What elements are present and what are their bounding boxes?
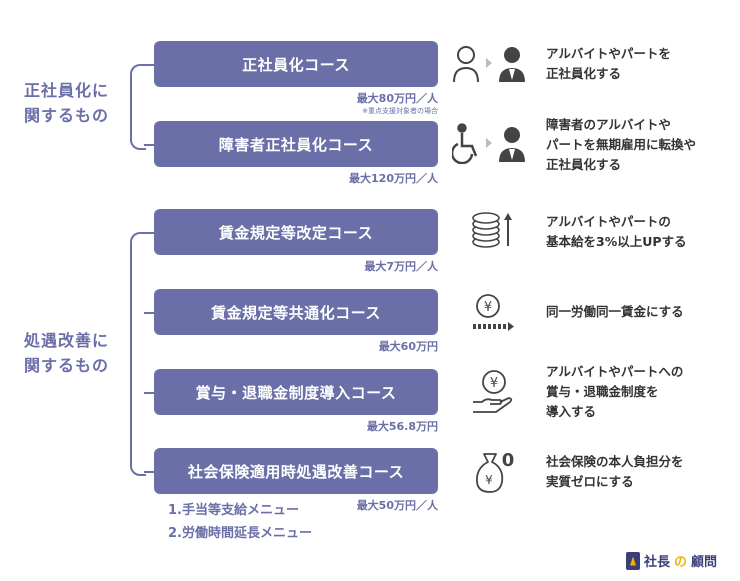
desc-wage-revision: アルバイトやパートの 基本給を3%以上UPする [546, 214, 687, 249]
logo-mark-icon [626, 551, 640, 570]
svg-text:¥: ¥ [485, 473, 493, 487]
amount-wage-revision: 最大7万円／人 [364, 260, 438, 273]
course-regularization[interactable]: 正社員化コース [154, 41, 438, 87]
course-disabled-regularization[interactable]: 障害者正社員化コース [154, 121, 438, 167]
amount-social-insurance: 最大50万円／人 [356, 499, 438, 512]
bracket-tick [144, 312, 154, 314]
course-wage-standardization[interactable]: 賃金規定等共通化コース [154, 289, 438, 335]
coin-stack-up-icon [472, 212, 512, 248]
logo-text-1: 社長 [644, 555, 671, 570]
yen-coin-bar-icon: ¥ [473, 294, 514, 331]
yen-bag-zero-icon: ¥ 0 [476, 450, 515, 493]
desc-bonus-retirement: アルバイトやパートへの 賞与・退職金制度を 導入する [546, 364, 684, 419]
group-label-treatment: 処遇改善に 関するもの [24, 331, 110, 375]
bracket-tick [144, 232, 154, 234]
svg-text:0: 0 [502, 450, 515, 471]
bracket-tick [144, 392, 154, 394]
bracket-regularization [130, 64, 146, 150]
logo-text-2: の [674, 555, 688, 570]
amount-disabled-regularization: 最大120万円／人 [349, 172, 438, 185]
amount-note: ※重点支援対象者の場合 [362, 107, 438, 115]
desc-disabled-regularization: 障害者のアルバイトや パートを無期雇用に転換や 正社員化する [546, 117, 697, 172]
person-to-employee-icon [453, 46, 525, 83]
submenu-hours-extension: 2.労働時間延長メニュー [168, 526, 312, 541]
wheelchair-to-employee-icon [452, 123, 525, 164]
desc-regularization: アルバイトやパートを 正社員化する [546, 46, 671, 81]
yen-hand-icon: ¥ [473, 370, 513, 413]
amount-bonus-retirement: 最大56.8万円 [366, 420, 438, 433]
svg-text:¥: ¥ [490, 376, 498, 391]
submenu-allowance: 1.手当等支給メニュー [168, 503, 299, 518]
course-bonus-retirement[interactable]: 賞与・退職金制度導入コース [154, 369, 438, 415]
bracket-tick [144, 144, 154, 146]
course-wage-revision[interactable]: 賃金規定等改定コース [154, 209, 438, 255]
desc-wage-standardization: 同一労働同一賃金にする [546, 304, 684, 319]
bracket-tick [144, 471, 154, 473]
group-label-regularization: 正社員化に 関するもの [24, 81, 110, 125]
svg-text:¥: ¥ [484, 300, 492, 315]
bracket-treatment [130, 232, 146, 476]
course-social-insurance[interactable]: 社会保険適用時処遇改善コース [154, 448, 438, 494]
logo-text-3: 顧問 [691, 555, 718, 570]
amount-regularization: 最大80万円／人 [356, 92, 438, 105]
brand-logo: 社長の顧問 [626, 551, 717, 570]
amount-wage-standardization: 最大60万円 [378, 340, 438, 353]
desc-social-insurance: 社会保険の本人負担分を 実質ゼロにする [546, 454, 684, 489]
bracket-tick [144, 64, 154, 66]
